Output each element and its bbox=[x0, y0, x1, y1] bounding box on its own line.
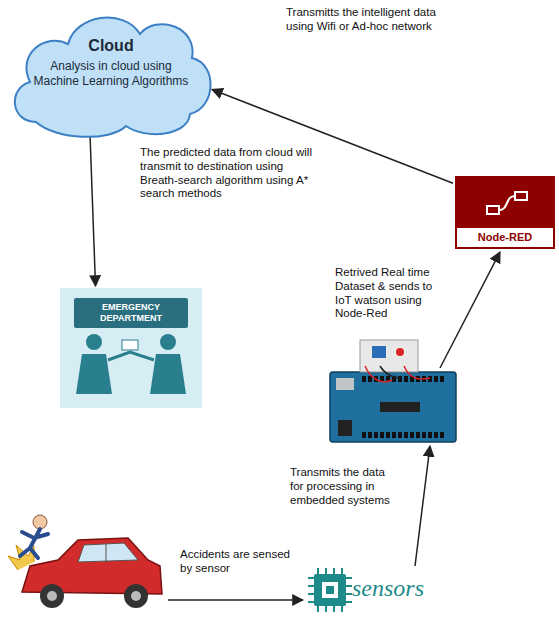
node-red-icon bbox=[457, 178, 553, 228]
sensor-chip-icon bbox=[308, 568, 352, 612]
sensors-label-box: sensors bbox=[352, 574, 462, 610]
edge-label: Transmitts the intelligent data using Wi… bbox=[286, 6, 436, 34]
node-text: sensors bbox=[352, 574, 462, 603]
arduino-board-picture bbox=[330, 340, 456, 442]
node-red-box: Node-RED bbox=[455, 176, 555, 249]
node-text: Analysis in cloud using Machine Learning… bbox=[28, 57, 194, 90]
connector-arrow bbox=[90, 134, 96, 286]
accident-arrow bbox=[168, 599, 303, 601]
car-crash-picture bbox=[8, 515, 162, 608]
board-to-nodered-arrow bbox=[440, 252, 500, 368]
annotation-text: Accidents are sensed by sensor bbox=[180, 548, 292, 576]
emergency-sign: EMERGENCY DEPARTMENT bbox=[74, 298, 188, 328]
sensor-to-board-arrow bbox=[415, 446, 430, 566]
staff-figures bbox=[60, 328, 202, 398]
node-heading: Cloud bbox=[28, 34, 194, 57]
edge-label: The predicted data from cloud will trans… bbox=[140, 146, 312, 201]
annotation-text: Retrived Real time Dataset & sends to Io… bbox=[335, 266, 447, 321]
emergency-picture: EMERGENCY DEPARTMENT bbox=[60, 288, 202, 408]
node-text: EMERGENCY DEPARTMENT bbox=[77, 302, 185, 324]
cloud-shape: CloudAnalysis in cloud using Machine Lea… bbox=[6, 4, 216, 142]
annotation-text: Transmits the data for processing in emb… bbox=[290, 466, 398, 507]
node-text: Node-RED bbox=[457, 228, 553, 247]
